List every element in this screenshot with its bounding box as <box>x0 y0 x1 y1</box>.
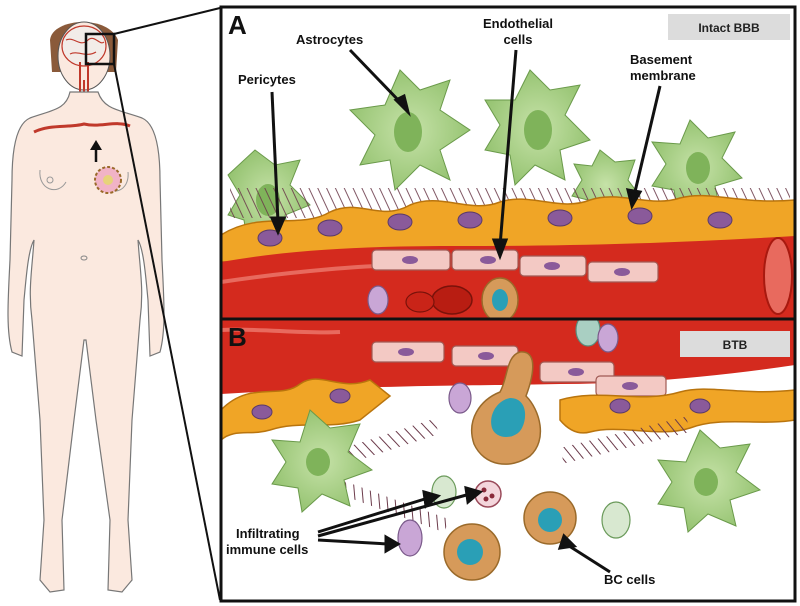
endothelial-nucleus <box>544 262 560 270</box>
endothelial-nucleus <box>398 348 414 356</box>
label-endothelial-line2: cells <box>504 32 533 47</box>
astrocyte-nucleus <box>524 110 552 150</box>
label-arrows-b <box>317 485 611 574</box>
endothelial-nuclei-b <box>398 348 638 390</box>
label-infiltrating-line2: immune cells <box>226 542 308 557</box>
pericyte-nucleus <box>547 209 573 227</box>
torso <box>7 91 165 593</box>
pericyte-nucleus <box>707 211 733 229</box>
pericyte-nucleus <box>257 229 283 247</box>
immune-cell <box>448 382 472 414</box>
breast-left <box>39 169 67 191</box>
label-arrows-a <box>269 48 662 261</box>
nipple-left <box>46 176 54 184</box>
brain <box>61 25 107 67</box>
label-basement-line1: Basement <box>630 52 693 67</box>
immune-cell <box>397 519 423 557</box>
arrow-bc-cells <box>565 542 611 574</box>
arrowhead <box>625 188 643 210</box>
tumor-core <box>103 175 113 185</box>
panel-b-letter: B <box>228 322 247 352</box>
arrow-immune-2 <box>317 492 471 538</box>
extravasating-bc-nucleus <box>491 398 526 437</box>
arrow-basement <box>632 85 662 197</box>
zoom-line-bottom <box>113 63 221 601</box>
label-basement-line2: membrane <box>630 68 696 83</box>
zoom-box <box>84 32 116 66</box>
arrowhead <box>464 485 484 505</box>
pericyte-nucleus <box>329 388 351 404</box>
arrowhead <box>557 533 578 550</box>
immune-cell <box>601 501 631 539</box>
immune-cell <box>597 323 619 353</box>
pericyte-nucleus <box>387 213 413 231</box>
vessel-edge-b <box>221 327 341 335</box>
bc-nucleus <box>457 539 483 565</box>
panel-b: BTB B Infiltrating immune cells BC cells <box>221 319 795 601</box>
pericyte-nucleus <box>689 398 711 414</box>
immune-cell <box>367 285 389 315</box>
panel-b-frame <box>219 317 797 603</box>
arrowhead <box>422 489 442 509</box>
red-blood-cell <box>431 285 473 315</box>
label-endothelial-line1: Endothelial <box>483 16 553 31</box>
panel-a-badge <box>668 14 790 40</box>
pericyte-nucleus <box>627 207 653 225</box>
metastasis-arrowhead <box>90 140 102 150</box>
endothelial-nucleus <box>568 368 584 376</box>
astrocyte-nucleus <box>694 468 718 496</box>
panel-a-letter: A <box>228 10 247 40</box>
arrowhead <box>269 216 287 236</box>
vessel-lumen-end <box>763 237 793 315</box>
bc-cells <box>443 491 577 581</box>
pericyte-nucleus <box>457 211 483 229</box>
navel <box>80 255 88 261</box>
astrocyte-nucleus <box>306 448 330 476</box>
human-figure <box>7 21 165 593</box>
pericyte-nuclei-b <box>251 388 711 420</box>
zoom-line-top <box>113 7 221 35</box>
subclavian-arteries <box>33 122 131 134</box>
endothelial-nucleus <box>480 256 496 264</box>
pericyte-nucleus <box>609 398 631 414</box>
basement-membrane-fragment <box>559 416 691 464</box>
arrow-pericytes <box>270 91 280 223</box>
panel-a-badge-text: Intact BBB <box>698 21 760 35</box>
label-bc-cells: BC cells <box>604 572 655 587</box>
brain-vessels <box>65 37 105 55</box>
bc-nucleus <box>538 508 562 532</box>
panel-b-badge-text: BTB <box>723 338 748 352</box>
label-astrocytes: Astrocytes <box>296 32 363 47</box>
endothelial-nucleus <box>402 256 418 264</box>
endothelial-nuclei <box>402 256 630 276</box>
circulating-tumor-nucleus <box>492 289 508 311</box>
label-pericytes: Pericytes <box>238 72 296 87</box>
pericyte-nucleus <box>317 219 343 237</box>
arrowhead <box>393 93 411 117</box>
granule <box>489 493 495 499</box>
pericyte-nuclei <box>257 207 733 247</box>
granule <box>483 496 489 502</box>
arrow-endothelial <box>498 49 518 247</box>
arrow-astrocytes <box>348 48 404 106</box>
endothelial-nucleus <box>614 268 630 276</box>
arrow-immune-3 <box>317 538 389 546</box>
astrocyte-nucleus <box>686 152 710 184</box>
label-infiltrating-line1: Infiltrating <box>236 526 300 541</box>
panel-b-badge <box>680 331 790 357</box>
red-blood-cell <box>405 291 435 313</box>
astrocyte-nucleus <box>394 112 422 152</box>
endothelial-nucleus <box>478 352 494 360</box>
pericyte-nucleus <box>251 404 273 420</box>
arrowhead <box>491 238 509 261</box>
endothelial-nucleus <box>622 382 638 390</box>
arrow-immune-1 <box>317 496 429 534</box>
arrowhead <box>384 534 401 554</box>
blood-vessel-wall <box>221 236 795 319</box>
panel-a: Intact BBB A Astrocytes Endothelial cell… <box>221 7 795 319</box>
